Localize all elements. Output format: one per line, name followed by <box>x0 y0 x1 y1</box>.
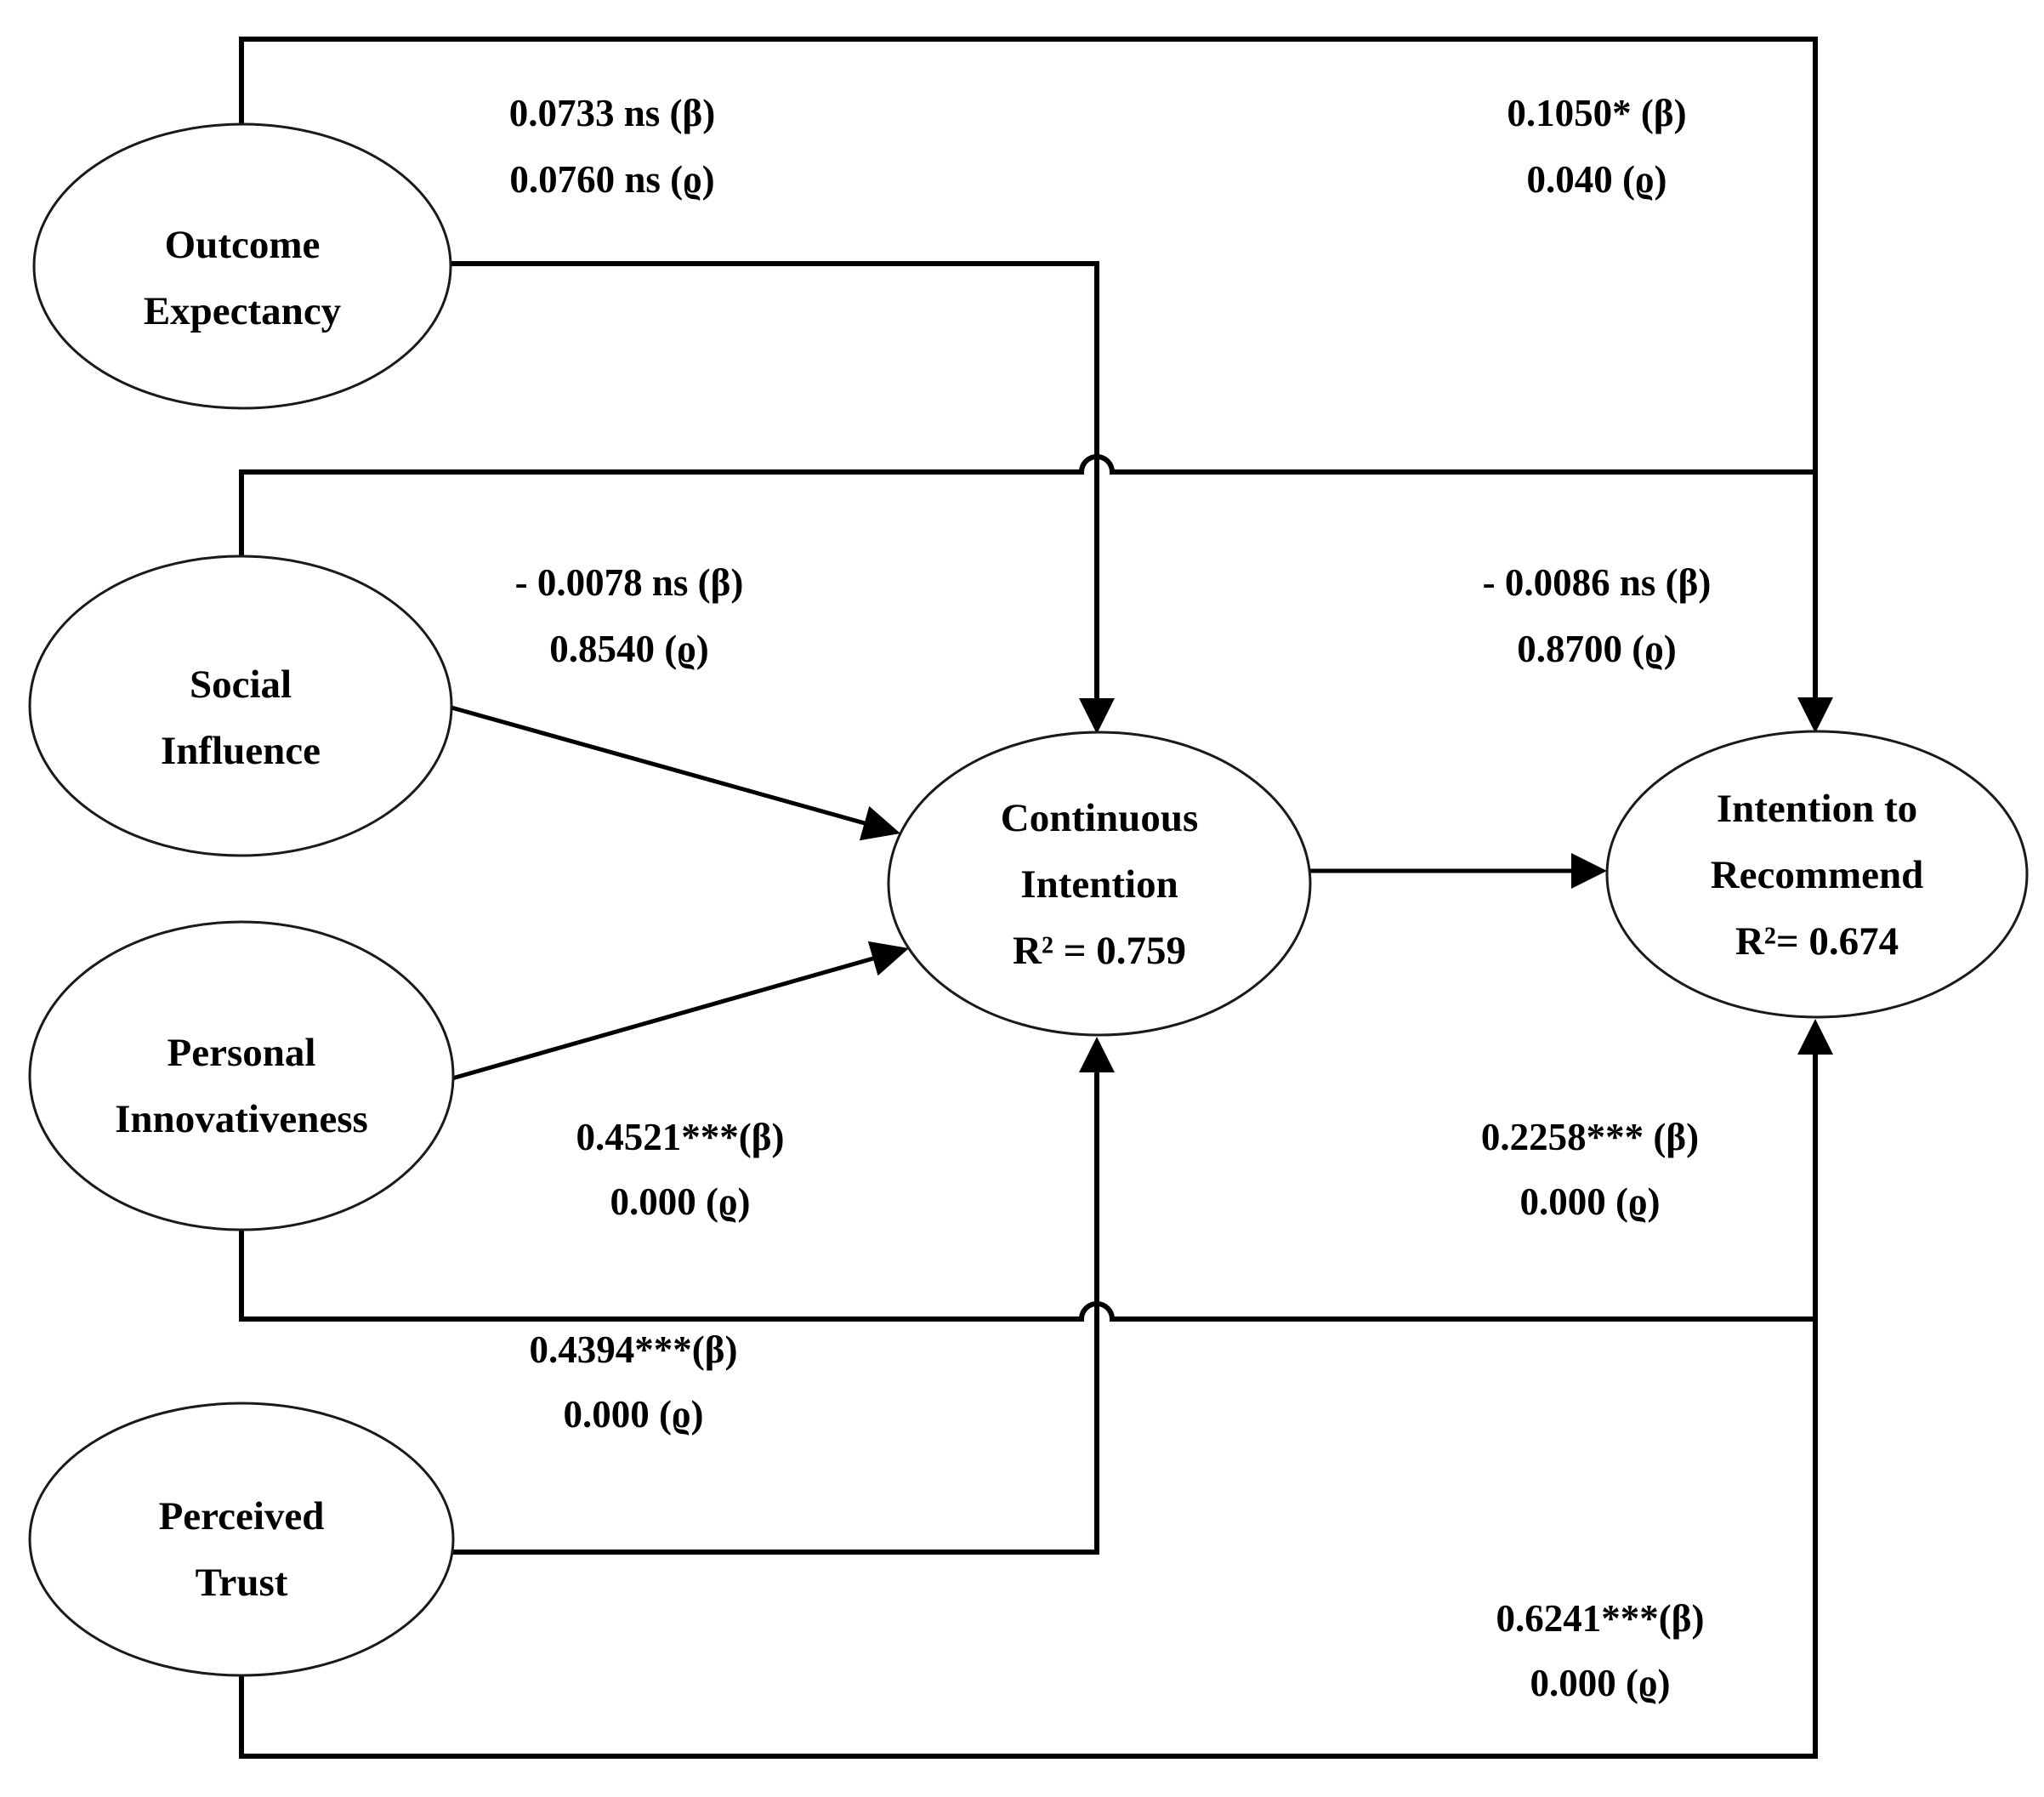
si-ir-beta: - 0.0086 ns (β) <box>1483 561 1712 604</box>
path-pi-to-ci <box>451 956 874 1081</box>
label-pi-ir: 0.2258*** (β) 0.000 (ϱ) <box>1481 1116 1699 1223</box>
node-intention-to-recommend: Intention to Recommend R²= 0.674 <box>1605 730 2029 1019</box>
node-personal-innovativeness: Personal Innovativeness <box>28 920 455 1231</box>
arrowhead-ir-bottom <box>1797 1019 1833 1055</box>
oe-ci-beta: 0.0733 ns (β) <box>509 92 715 134</box>
path-si-to-ir <box>239 454 1815 556</box>
label-oe-ci: 0.0733 ns (β) 0.0760 ns (ϱ) <box>509 92 715 201</box>
si-ir-rho: 0.8700 (ϱ) <box>1517 628 1676 670</box>
si-ci-beta: - 0.0078 ns (β) <box>515 561 744 604</box>
node-outcome-expectancy: Outcome Expectancy <box>32 122 452 410</box>
continuous-intention-label-line1: Continuous <box>1001 796 1199 840</box>
pt-ir-beta: 0.6241***(β) <box>1496 1597 1705 1640</box>
label-oe-ir: 0.1050* (β) 0.040 (ϱ) <box>1507 92 1686 201</box>
label-pt-ir: 0.6241***(β) 0.000 (ϱ) <box>1496 1597 1705 1704</box>
arrowhead-pi-ci <box>867 941 909 976</box>
arrowhead-ir-top <box>1797 697 1833 733</box>
path-oe-to-ci <box>451 261 1099 700</box>
intention-to-recommend-label-line1: Intention to <box>1717 787 1917 831</box>
outcome-expectancy-ellipse <box>32 122 452 410</box>
label-si-ir: - 0.0086 ns (β) 0.8700 (ϱ) <box>1483 561 1712 670</box>
si-ci-rho: 0.8540 (ϱ) <box>549 628 708 670</box>
pi-ir-beta: 0.2258*** (β) <box>1481 1116 1699 1158</box>
social-influence-label-line2: Influence <box>161 729 321 773</box>
arrowhead-ci-ir <box>1571 853 1607 889</box>
continuous-intention-r-squared: R² = 0.759 <box>1013 929 1186 973</box>
path-pi-to-ir <box>239 1230 1815 1322</box>
label-pt-ci: 0.4394***(β) 0.000 (ϱ) <box>530 1328 738 1436</box>
perceived-trust-ellipse <box>28 1402 455 1677</box>
pt-ir-rho: 0.000 (ϱ) <box>1530 1662 1671 1704</box>
oe-ir-beta: 0.1050* (β) <box>1507 92 1686 134</box>
path-pt-to-ir <box>239 1053 1818 1759</box>
intention-to-recommend-label-line2: Recommend <box>1711 853 1924 897</box>
outcome-expectancy-label-line2: Expectancy <box>144 289 342 333</box>
continuous-intention-label-line2: Intention <box>1020 862 1178 907</box>
path-pt-to-ci <box>452 1071 1099 1555</box>
arrowhead-si-ci <box>859 805 900 841</box>
intention-to-recommend-ellipse <box>1605 730 2029 1019</box>
continuous-intention-ellipse <box>887 731 1312 1037</box>
intention-to-recommend-r-squared: R²= 0.674 <box>1735 919 1899 964</box>
label-si-ci: - 0.0078 ns (β) 0.8540 (ϱ) <box>515 561 744 670</box>
label-pi-ci: 0.4521***(β) 0.000 (ϱ) <box>576 1116 785 1223</box>
node-perceived-trust: Perceived Trust <box>28 1402 455 1677</box>
oe-ir-rho: 0.040 (ϱ) <box>1527 158 1667 201</box>
pt-ci-beta: 0.4394***(β) <box>530 1328 738 1371</box>
perceived-trust-label-line2: Trust <box>196 1561 288 1605</box>
personal-innovativeness-ellipse <box>28 920 455 1231</box>
node-continuous-intention: Continuous Intention R² = 0.759 <box>887 731 1312 1037</box>
social-influence-label-line1: Social <box>190 663 292 707</box>
node-social-influence: Social Influence <box>28 554 453 857</box>
oe-ci-rho: 0.0760 ns (ϱ) <box>509 158 714 201</box>
pi-ci-beta: 0.4521***(β) <box>576 1116 785 1158</box>
perceived-trust-label-line1: Perceived <box>159 1494 325 1538</box>
pi-ir-rho: 0.000 (ϱ) <box>1520 1180 1661 1223</box>
path-si-to-ci <box>451 705 866 826</box>
personal-innovativeness-label-line1: Personal <box>167 1031 316 1075</box>
pi-ci-rho: 0.000 (ϱ) <box>610 1180 751 1223</box>
social-influence-ellipse <box>28 554 453 857</box>
path-oe-to-ir <box>239 37 1818 699</box>
personal-innovativeness-label-line2: Innovativeness <box>115 1097 368 1141</box>
pt-ci-rho: 0.000 (ϱ) <box>564 1393 704 1436</box>
arrowhead-ci-top <box>1079 698 1115 734</box>
outcome-expectancy-label-line1: Outcome <box>165 223 321 267</box>
arrowhead-ci-bottom <box>1079 1037 1115 1072</box>
